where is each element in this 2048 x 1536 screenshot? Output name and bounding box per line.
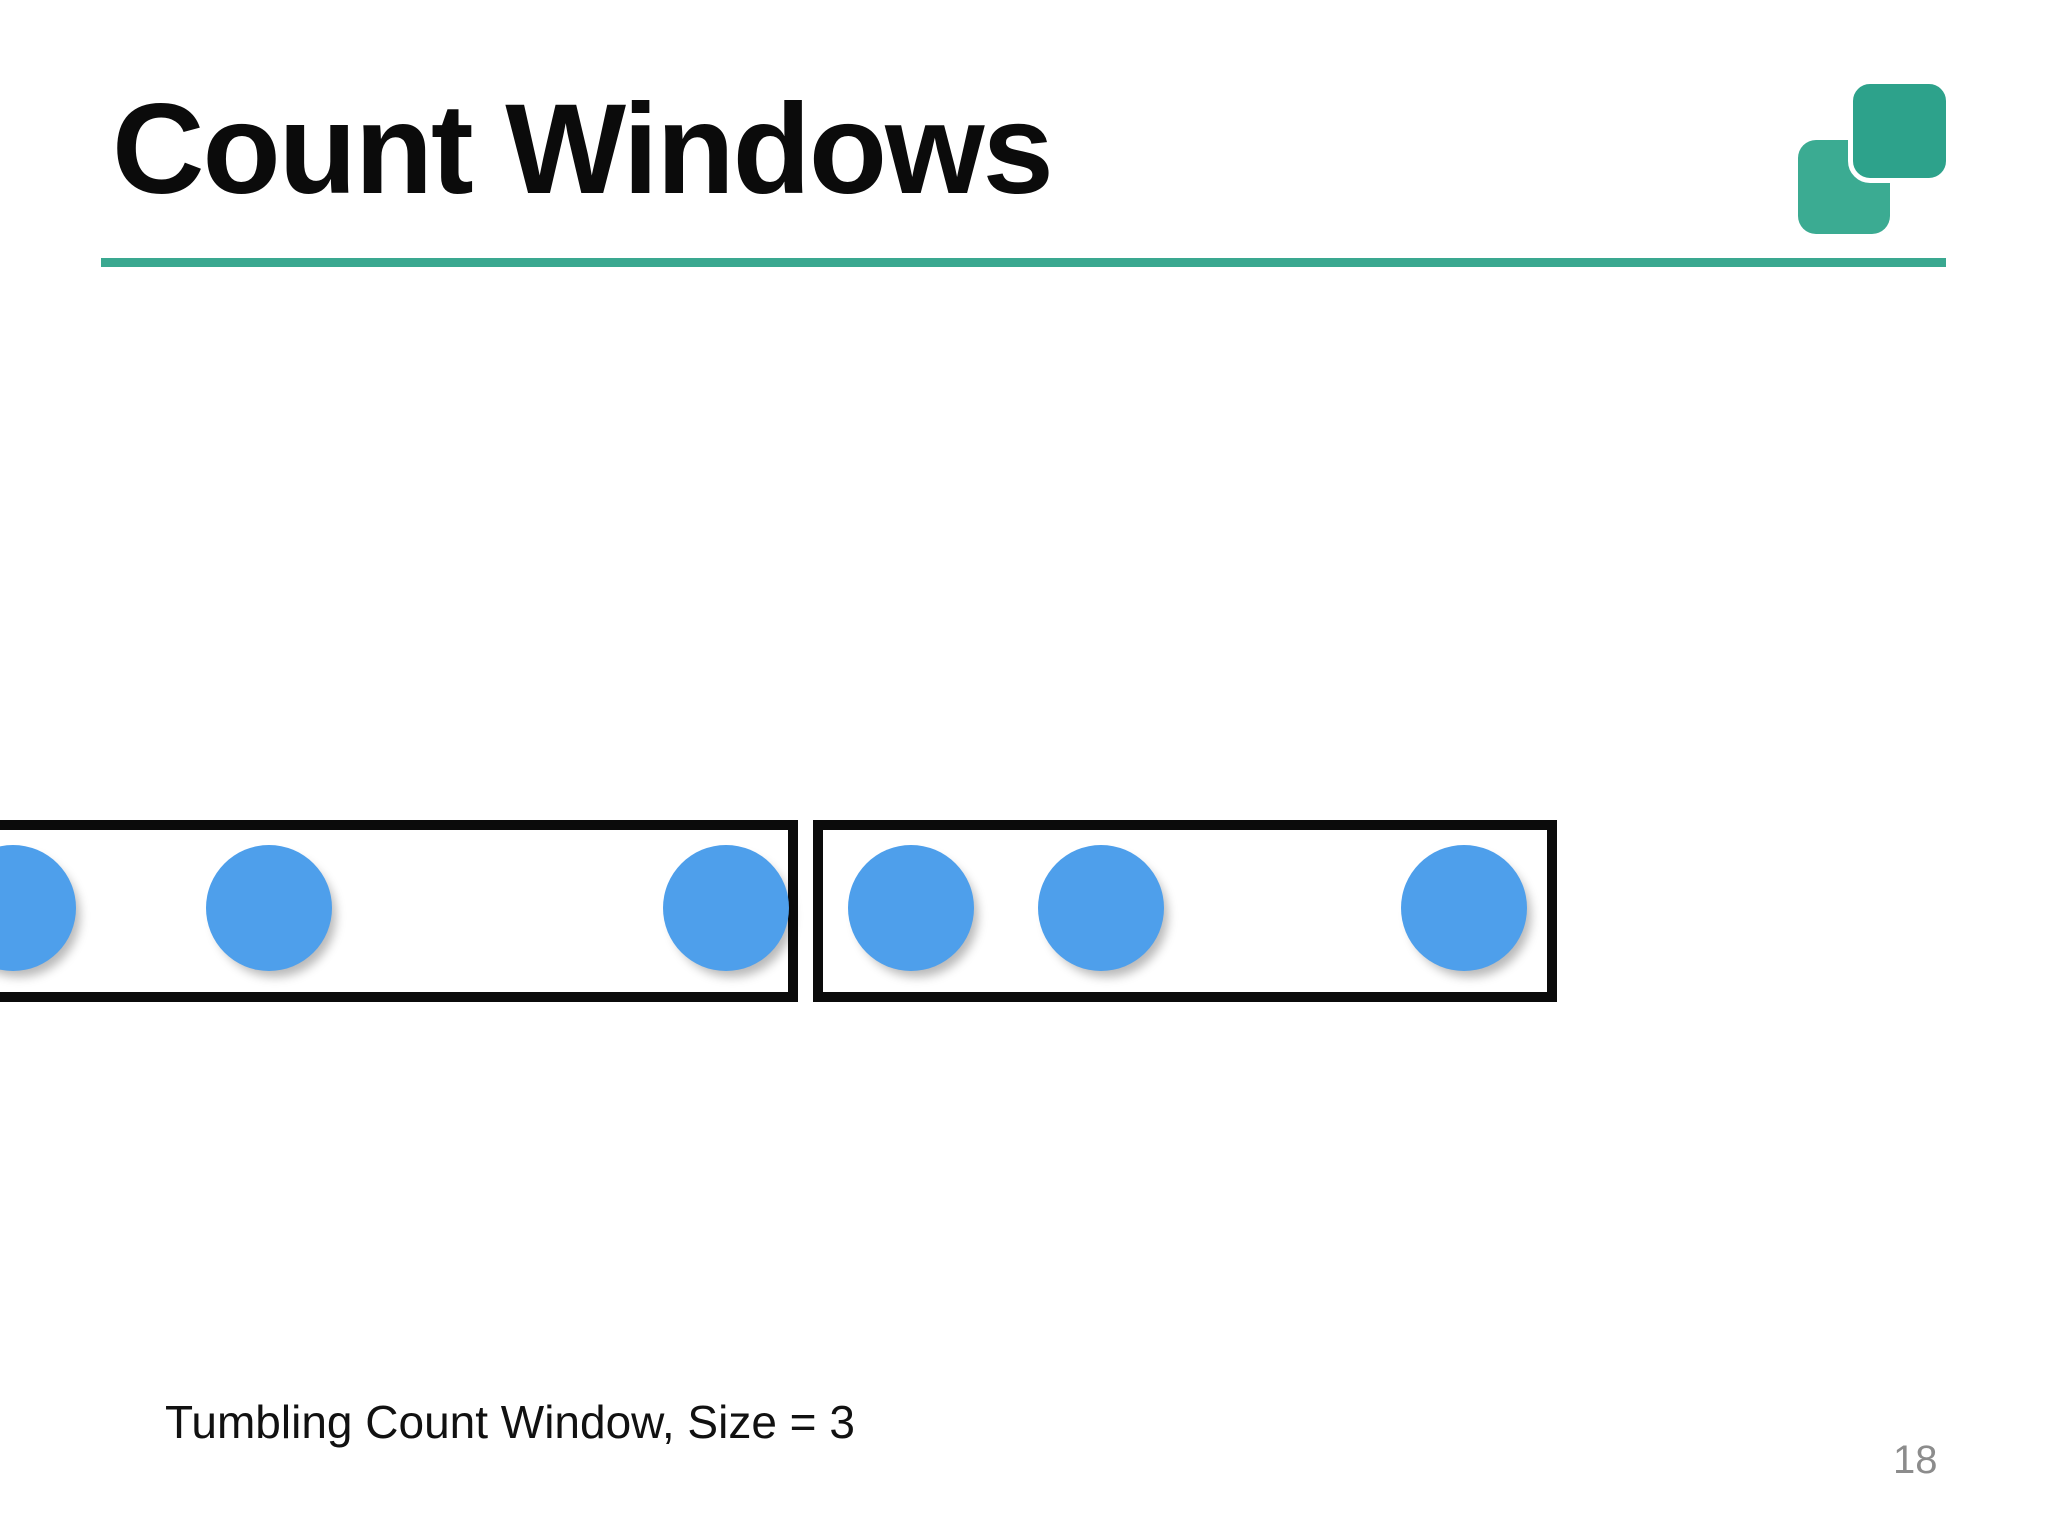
event-dot: [663, 845, 789, 971]
logo-front-square: [1848, 79, 1951, 183]
title-underline: [101, 258, 1946, 267]
event-dot: [0, 845, 76, 971]
page-title: Count Windows: [112, 78, 1054, 221]
event-dot: [1401, 845, 1527, 971]
count-window-2: [813, 820, 1557, 1002]
count-window-1: [0, 820, 798, 1002]
event-dot: [206, 845, 332, 971]
event-dot: [1038, 845, 1164, 971]
logo-overlapping-squares-icon: [1790, 70, 1960, 245]
caption: Tumbling Count Window, Size = 3: [165, 1396, 855, 1448]
page-number: 18: [1893, 1438, 1938, 1482]
event-dot: [848, 845, 974, 971]
